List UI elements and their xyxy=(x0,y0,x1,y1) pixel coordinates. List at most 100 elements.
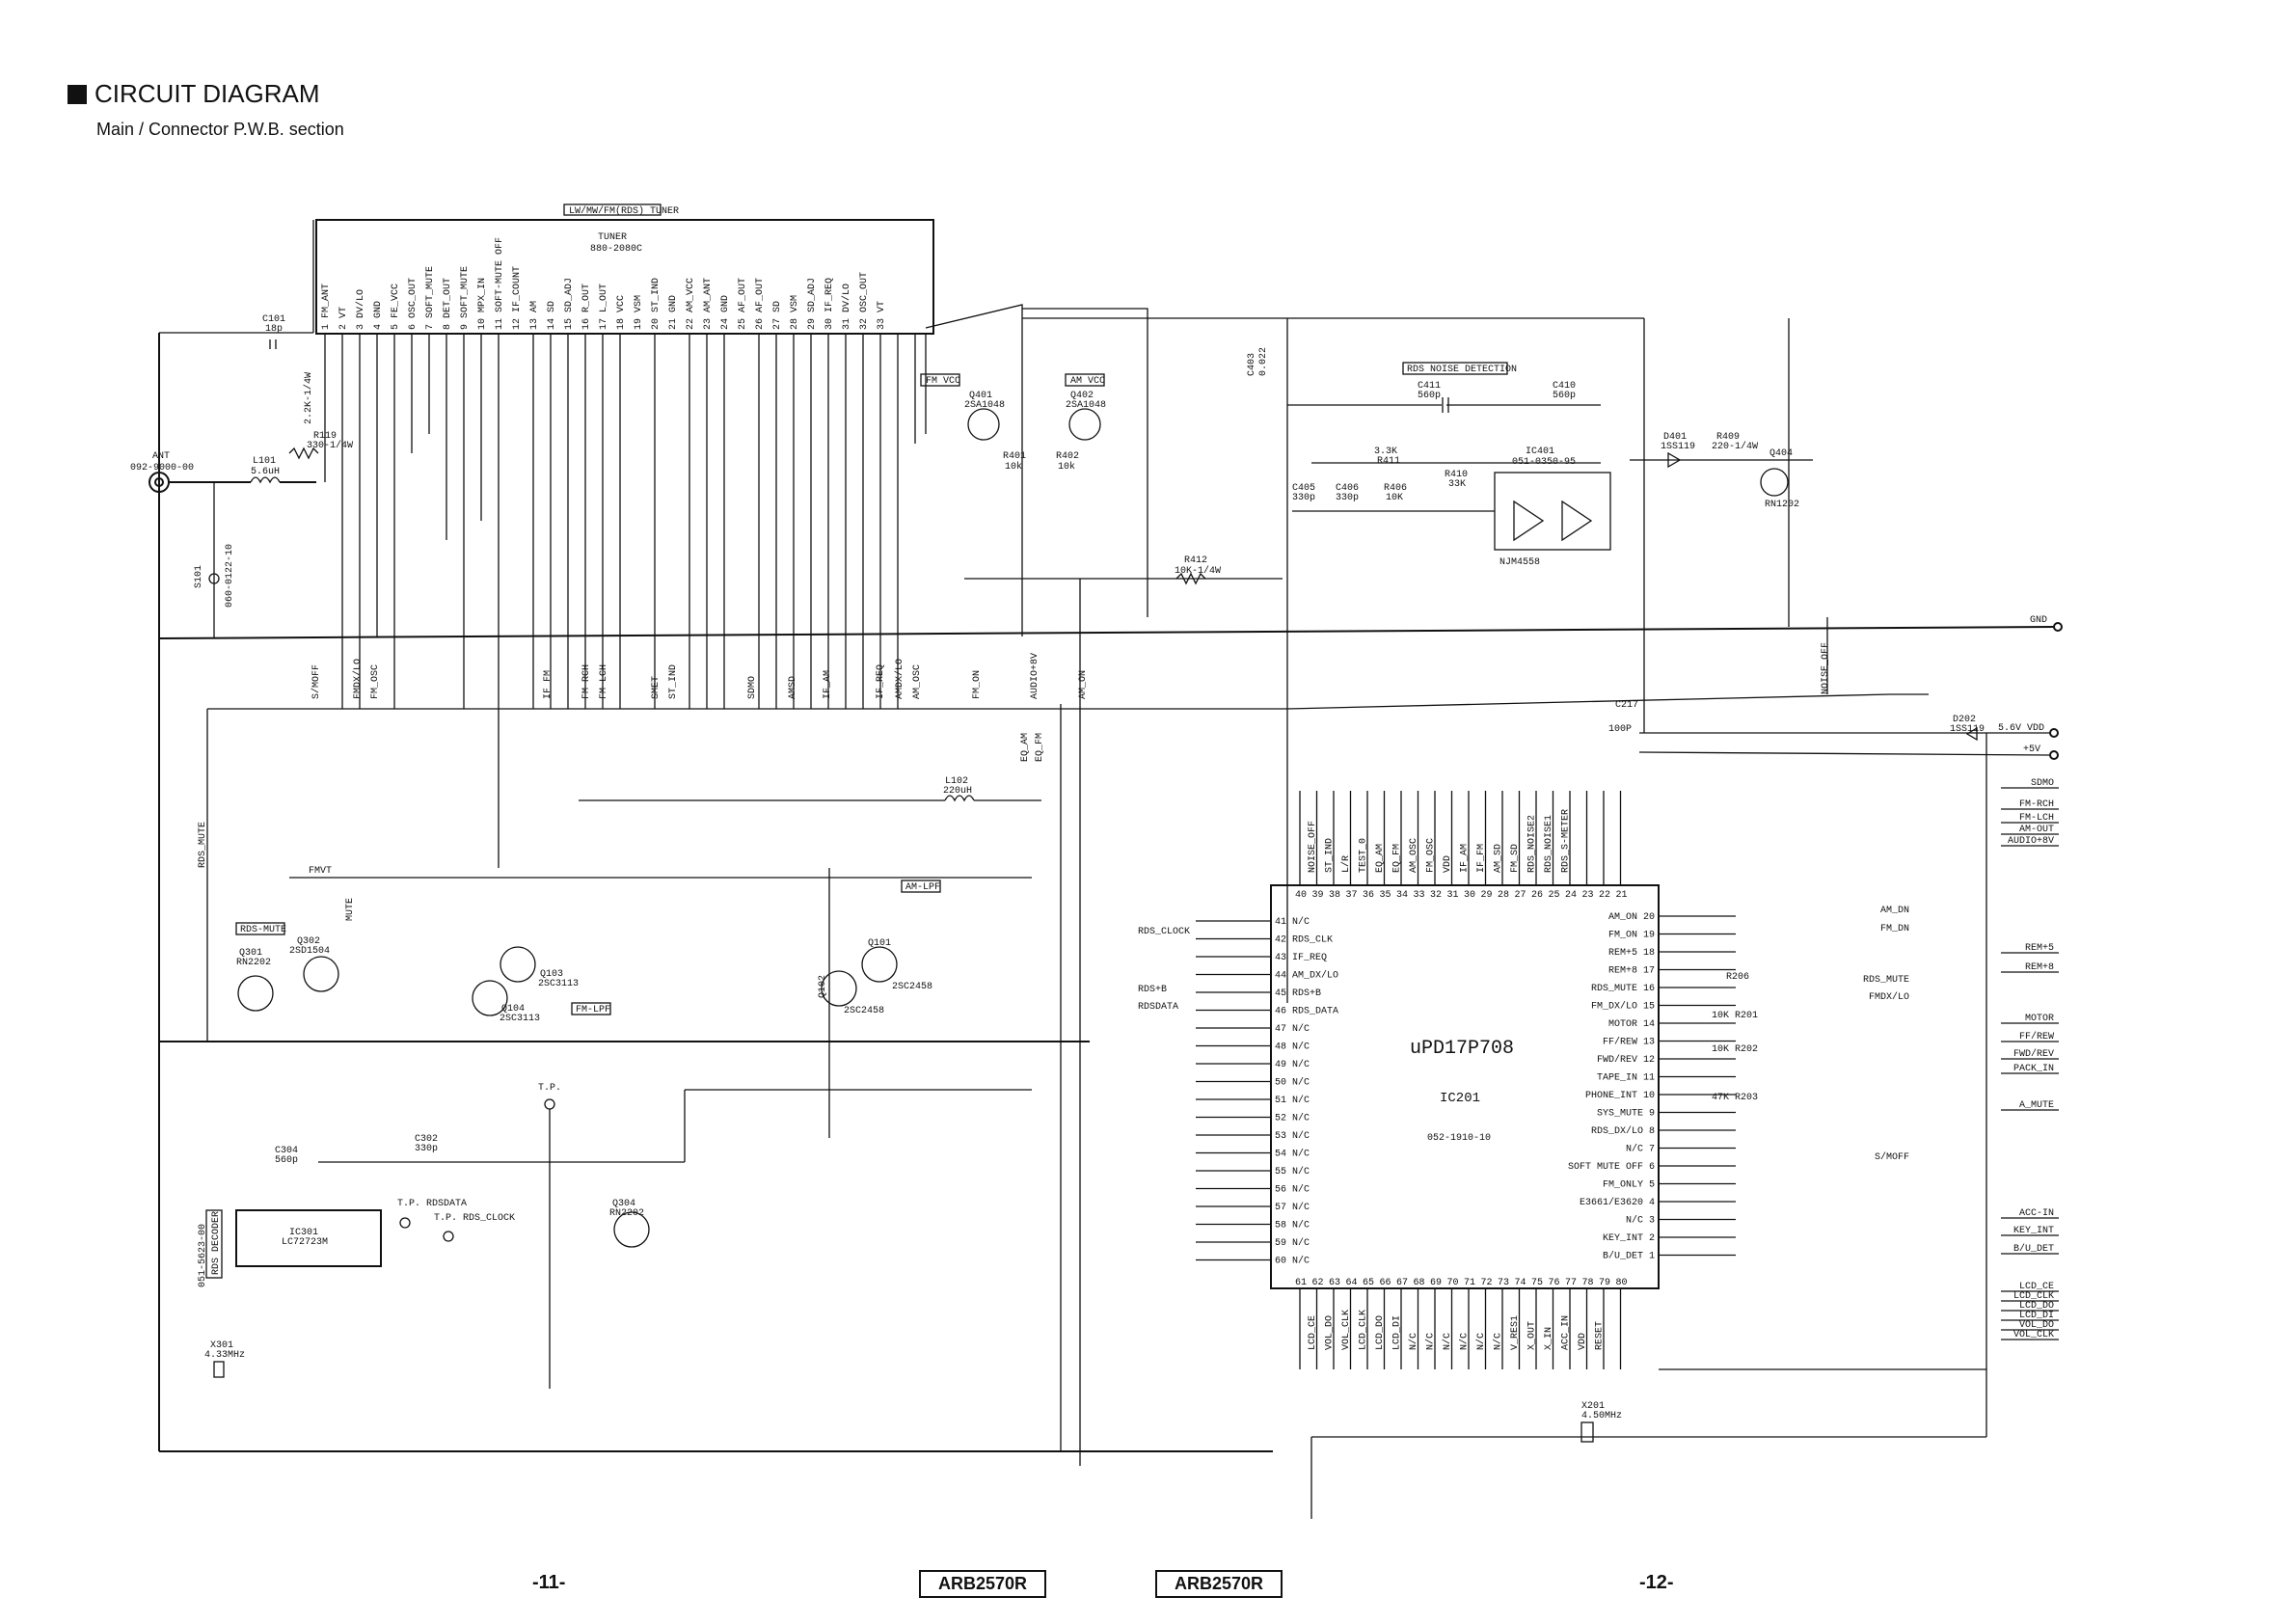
c304-value: 560p xyxy=(275,1155,298,1166)
tp-rdsdata-label: T.P. RDSDATA xyxy=(397,1199,467,1209)
net-label: FM-RCH xyxy=(581,664,592,699)
ic-pin-number: 62 xyxy=(1312,1278,1324,1288)
rds-mute-net: RDS_MUTE xyxy=(198,822,208,868)
fm-lpf-box xyxy=(571,1002,611,1015)
ic-left-pin: 60 N/C xyxy=(1275,1256,1310,1267)
ic-right-pin: RDS_DX/LO 8 xyxy=(1591,1125,1655,1137)
ic-right-pin: KEY_INT 2 xyxy=(1603,1233,1655,1244)
net-label: AMSD xyxy=(788,676,798,699)
r401-ref: R401 xyxy=(1003,451,1026,462)
ic201-ref: IC201 xyxy=(1440,1091,1480,1106)
model-number-right: ARB2570R xyxy=(1155,1570,1283,1598)
tuner-pin: 3 DV/LO xyxy=(355,289,366,330)
x301-value: 4.33MHz xyxy=(204,1350,245,1361)
c410-value: 560p xyxy=(1553,391,1576,401)
ic-bottom-signal: X_OUT xyxy=(1527,1321,1538,1350)
c101-ref: C101 xyxy=(262,314,285,325)
connector-net: A_MUTE xyxy=(2019,1100,2054,1111)
net-label: FM_OSC xyxy=(370,664,381,699)
rds-noise-box xyxy=(1402,362,1508,375)
plus5-terminal[interactable] xyxy=(2049,750,2059,760)
ic-pin-number: 79 xyxy=(1599,1278,1610,1288)
connector-net: REM+5 xyxy=(2025,943,2054,954)
ic-pin-number: 73 xyxy=(1498,1278,1509,1288)
tp-rdsclock-point[interactable] xyxy=(443,1231,454,1242)
tuner-pin: 26 AF_OUT xyxy=(755,278,766,330)
ic-left-pin: 57 N/C xyxy=(1275,1202,1310,1213)
tuner-pin: 28 VSM xyxy=(790,295,800,330)
ic-top-signal: RDS_NOISE1 xyxy=(1544,815,1554,873)
connector-net: B/U_DET xyxy=(2013,1243,2054,1255)
ic-pin-number: 75 xyxy=(1531,1278,1543,1288)
connector-net: LCD_DO xyxy=(2019,1301,2054,1312)
ic-top-signal: FM_SD xyxy=(1510,844,1521,873)
ic-right-pin: FM_ONLY 5 xyxy=(1603,1180,1655,1191)
q302-transistor xyxy=(303,956,339,992)
ic-right-pin: FM_ON 19 xyxy=(1608,931,1655,941)
internal-net: FMDX/LO xyxy=(1869,991,1909,1003)
tuner-pin: 1 FM_ANT xyxy=(321,284,332,330)
ic-left-pin: 54 N/C xyxy=(1275,1149,1310,1160)
fm-vcc-label: FM VCC xyxy=(926,376,960,387)
q404-part: RN1202 xyxy=(1765,500,1799,510)
connector-net: VOL_CLK xyxy=(2013,1330,2054,1340)
ic-top-signal: IF_FM xyxy=(1476,844,1487,873)
rds-mute-box xyxy=(235,922,285,935)
vdd-terminal[interactable] xyxy=(2049,728,2059,738)
ic-top-signal: IF_AM xyxy=(1460,844,1471,873)
net-label: FMDX/LO xyxy=(352,659,364,699)
tuner-part-number: 880-2080C xyxy=(590,244,642,255)
fm-vcc-box xyxy=(920,373,960,387)
q103-ref: Q103 xyxy=(540,969,563,980)
ic-left-pin: 44 AM_DX/LO xyxy=(1275,970,1338,982)
connector-net: LCD_CLK xyxy=(2013,1291,2054,1302)
r409-ref: R409 xyxy=(1716,432,1740,443)
r412-resistor xyxy=(1175,572,1206,585)
r406-ref: R406 xyxy=(1384,483,1407,494)
connector-net: PACK_IN xyxy=(2013,1064,2054,1074)
ic201-support: D202 1SS119 C217 100P X201 4.50MHz 10K R… xyxy=(1580,700,1986,1443)
l101-value: 5.6uH xyxy=(251,467,280,477)
ic-left-pin: 45 RDS+B xyxy=(1275,988,1321,999)
plus5-label: +5V xyxy=(2023,744,2040,755)
ic-pin-number: 65 xyxy=(1363,1278,1374,1288)
ic-pin-number: 30 xyxy=(1464,890,1475,901)
ic-pin-number: 69 xyxy=(1430,1278,1442,1288)
r203-label: 47K R203 xyxy=(1712,1093,1758,1103)
tp-rdsdata-point[interactable] xyxy=(399,1217,411,1229)
tuner-pin: 20 ST_IND xyxy=(651,278,662,330)
ic-pin-number: 78 xyxy=(1582,1278,1594,1288)
ic-right-pin: REM+8 17 xyxy=(1608,966,1655,977)
tuner-pin: 13 AM xyxy=(529,301,540,330)
ic-top-signal: FM_OSC xyxy=(1426,838,1437,873)
ic-left-pin: 46 RDS_DATA xyxy=(1275,1007,1338,1017)
r412-value: 10K-1/4W xyxy=(1175,565,1221,577)
rds-noise-label: RDS NOISE DETECTION xyxy=(1407,365,1517,375)
r119-resistor xyxy=(288,447,319,460)
connector-net: ACC-IN xyxy=(2019,1208,2054,1219)
r410-ref: R410 xyxy=(1445,470,1468,480)
rds-decoder: IC301 LC72723M RDS DECODER 051-5623-00 X… xyxy=(198,1083,1032,1389)
ic401-part: 051-0350-95 xyxy=(1512,457,1576,468)
tuner-pin: 10 MPX_IN xyxy=(477,278,488,330)
ic-pin-number: 63 xyxy=(1329,1278,1340,1288)
tp-point[interactable] xyxy=(544,1098,555,1110)
connector-net: FF/REW xyxy=(2019,1031,2054,1042)
ic-bottom-signal: LCD_DO xyxy=(1375,1315,1386,1350)
ic-right-pin: FM_DX/LO 15 xyxy=(1591,1001,1655,1013)
l102-value: 220uH xyxy=(943,786,972,797)
d202-part: 1SS119 xyxy=(1950,724,1985,735)
ant-label: ANT xyxy=(152,451,170,462)
net-label: AM_OSC xyxy=(912,664,923,699)
connector-net: AM-OUT xyxy=(2019,825,2054,835)
r206-label: R206 xyxy=(1726,972,1749,983)
tuner-pin: 33 VT xyxy=(877,301,887,330)
net-label: IF_FM xyxy=(543,670,554,699)
ic-pin-number: 28 xyxy=(1498,890,1509,901)
tp-rdsclock-label: T.P. RDS_CLOCK xyxy=(434,1213,515,1224)
